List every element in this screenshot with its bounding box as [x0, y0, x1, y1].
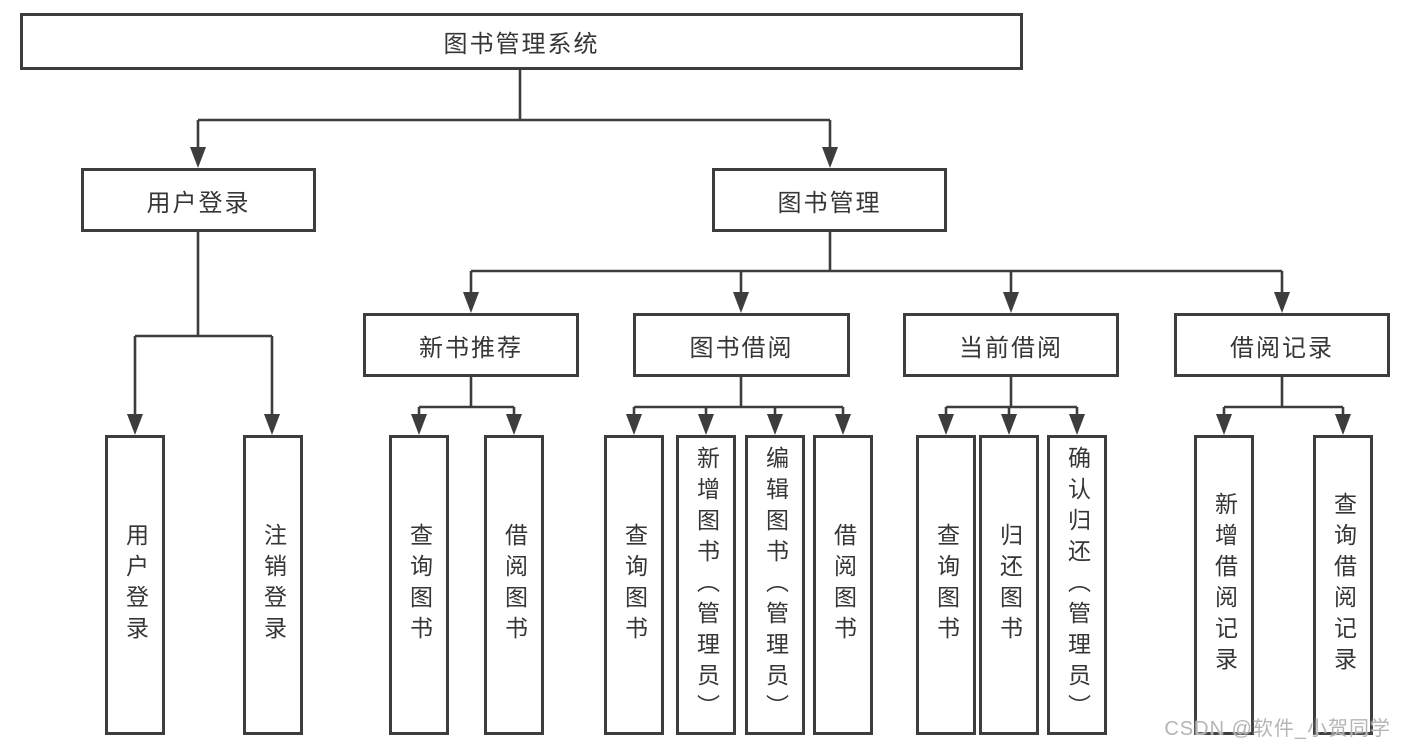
- arrowhead-icon: [506, 414, 522, 435]
- node-label: 用户登录: [122, 523, 149, 647]
- node-label: 确认归还（管理员）: [1064, 445, 1091, 725]
- node-label: 查询借阅记录: [1330, 492, 1357, 678]
- node-label: 新增图书（管理员）: [693, 445, 720, 725]
- arrowhead-icon: [767, 414, 783, 435]
- node-book-management: 图书管理: [712, 168, 947, 232]
- leaf-logout: 注销登录: [243, 435, 303, 735]
- node-library-management-system: 图书管理系统: [20, 13, 1023, 70]
- leaf-user-login: 用户登录: [105, 435, 165, 735]
- node-label: 借阅图书: [501, 523, 528, 647]
- node-label: 归还图书: [996, 523, 1023, 647]
- node-label: 查询图书: [406, 523, 433, 647]
- leaf-borrow-books-borrowing: 借阅图书: [813, 435, 873, 735]
- arrowhead-icon: [1003, 292, 1019, 313]
- arrowhead-icon: [822, 147, 838, 168]
- node-label: 图书管理系统: [443, 31, 600, 58]
- arrowhead-icon: [1335, 414, 1351, 435]
- node-label: 图书借阅: [689, 334, 794, 362]
- node-label: 查询图书: [933, 523, 960, 647]
- arrowhead-icon: [463, 292, 479, 313]
- node-label: 查询图书: [621, 523, 648, 647]
- arrowhead-icon: [411, 414, 427, 435]
- node-current-borrowing: 当前借阅: [903, 313, 1119, 377]
- arrowhead-icon: [127, 414, 143, 435]
- arrowhead-icon: [733, 292, 749, 313]
- node-label: 注销登录: [260, 523, 287, 647]
- node-label: 用户登录: [146, 189, 251, 217]
- leaf-confirm-return-admin: 确认归还（管理员）: [1047, 435, 1107, 735]
- leaf-borrow-books-recommend: 借阅图书: [484, 435, 544, 735]
- leaf-add-borrow-record: 新增借阅记录: [1194, 435, 1254, 735]
- node-label: 编辑图书（管理员）: [762, 445, 789, 725]
- node-user-login: 用户登录: [81, 168, 316, 232]
- arrowhead-icon: [698, 414, 714, 435]
- arrowhead-icon: [835, 414, 851, 435]
- leaf-query-books-recommend: 查询图书: [389, 435, 449, 735]
- leaf-edit-book-admin: 编辑图书（管理员）: [745, 435, 805, 735]
- arrowhead-icon: [1274, 292, 1290, 313]
- node-book-borrowing: 图书借阅: [633, 313, 850, 377]
- leaf-query-borrow-record: 查询借阅记录: [1313, 435, 1373, 735]
- node-label: 借阅图书: [830, 523, 857, 647]
- node-label: 新书推荐: [419, 334, 523, 362]
- arrowhead-icon: [264, 414, 280, 435]
- node-label: 新增借阅记录: [1211, 492, 1238, 678]
- arrowhead-icon: [1216, 414, 1232, 435]
- watermark: CSDN @软件_小贺同学: [1164, 718, 1391, 740]
- leaf-add-book-admin: 新增图书（管理员）: [676, 435, 736, 735]
- leaf-query-books-borrowing: 查询图书: [604, 435, 664, 735]
- node-borrowing-records: 借阅记录: [1174, 313, 1390, 377]
- node-label: 当前借阅: [959, 334, 1063, 362]
- arrowhead-icon: [626, 414, 642, 435]
- node-label: 图书管理: [777, 189, 882, 217]
- node-label: 借阅记录: [1230, 334, 1334, 362]
- leaf-query-books-current: 查询图书: [916, 435, 976, 735]
- arrowhead-icon: [1069, 414, 1085, 435]
- arrowhead-icon: [1001, 414, 1017, 435]
- arrowhead-icon: [190, 147, 206, 168]
- node-new-book-recommendation: 新书推荐: [363, 313, 579, 377]
- leaf-return-book: 归还图书: [979, 435, 1039, 735]
- arrowhead-icon: [938, 414, 954, 435]
